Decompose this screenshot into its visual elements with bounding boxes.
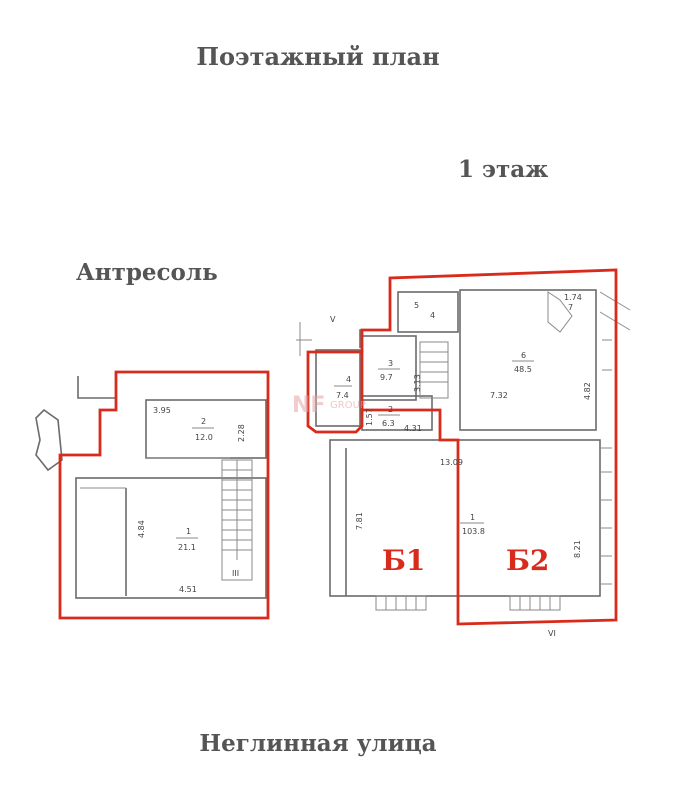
floor1-room-1-outline <box>329 439 601 597</box>
floor1-room-3-outline <box>361 335 417 401</box>
f1-dim-482: 4.82 <box>583 382 592 400</box>
floor1-windows <box>600 339 612 585</box>
f1-dim-174: 1.74 <box>564 293 582 302</box>
f1-room4-number: 4 <box>346 375 351 384</box>
floor1-plan: 4 7.4 5 4 3 9.7 3.13 2 6.3 4.31 1.57 1.7… <box>296 268 631 638</box>
f1-dim-732: 7.32 <box>490 391 508 400</box>
floor1-entrance-steps <box>375 595 561 611</box>
floor1-room-7-outline <box>547 291 573 333</box>
f1-room7-number: 7 <box>568 303 573 312</box>
block-b2-outline <box>360 268 618 626</box>
f1-section-vi: VI <box>548 629 556 638</box>
mezz-dim-395: 3.95 <box>153 406 171 415</box>
mezz-dim-484: 4.84 <box>137 520 146 538</box>
f1-dim-313: 3.13 <box>413 374 422 392</box>
floor1-room-5-outline <box>397 291 459 333</box>
floor1-room-4-outline <box>315 349 361 427</box>
f1-section-v: V <box>330 315 336 324</box>
svg-text:GROUP: GROUP <box>330 400 366 411</box>
f1-dim-157: 1.57 <box>365 408 374 426</box>
mezz-dim-451: 4.51 <box>179 585 197 594</box>
mezz-room1-area: 21.1 <box>178 543 196 552</box>
mezzanine-bay-window <box>35 408 63 472</box>
f1-room4-area: 7.4 <box>336 391 349 400</box>
f1-room1-number: 1 <box>470 513 475 522</box>
block-b2-label: Б2 <box>506 544 549 577</box>
f1-room1-area: 103.8 <box>462 527 485 536</box>
plan-title: Поэтажный план <box>196 42 440 71</box>
mezzanine-outline <box>58 370 270 620</box>
f1-room6-number: 6 <box>521 351 526 360</box>
f1-dim-1309: 13.09 <box>440 458 463 467</box>
f1-room6-area: 48.5 <box>514 365 532 374</box>
floor1-small-staircase <box>419 341 449 399</box>
mezzanine-staircase <box>221 459 253 581</box>
f1-room5-number: 5 <box>414 301 419 310</box>
f1-room2-number: 2 <box>388 405 393 414</box>
floor1-heading: 1 этаж <box>458 156 549 183</box>
nf-group-watermark: NF GROUP <box>292 393 366 418</box>
f1-dim-431: 4.31 <box>404 424 422 433</box>
f1-room3-number: 3 <box>388 359 393 368</box>
f1-room3-area: 9.7 <box>380 373 393 382</box>
mezzanine-room-1-outline <box>75 477 267 599</box>
mezz-room2-area: 12.0 <box>195 433 213 442</box>
street-label: Неглинная улица <box>199 730 437 757</box>
floor1-room-6-outline <box>459 289 597 431</box>
mezz-room2-number: 2 <box>201 417 206 426</box>
mezzanine-heading: Антресоль <box>76 259 218 286</box>
f1-dim-781: 7.81 <box>355 512 364 530</box>
mezz-dim-228: 2.28 <box>237 424 246 442</box>
mezz-stair-mark: III <box>232 569 239 578</box>
f1-dim-821: 8.21 <box>573 540 582 558</box>
mezzanine-plan: 3.95 2 12.0 2.28 4.84 1 21.1 4.51 III <box>35 370 270 620</box>
f1-room-4-mark: 4 <box>430 311 435 320</box>
svg-text:NF: NF <box>292 393 325 418</box>
f1-room2-area: 6.3 <box>382 419 395 428</box>
block-b1-label: Б1 <box>382 544 425 577</box>
mezz-room1-number: 1 <box>186 527 191 536</box>
